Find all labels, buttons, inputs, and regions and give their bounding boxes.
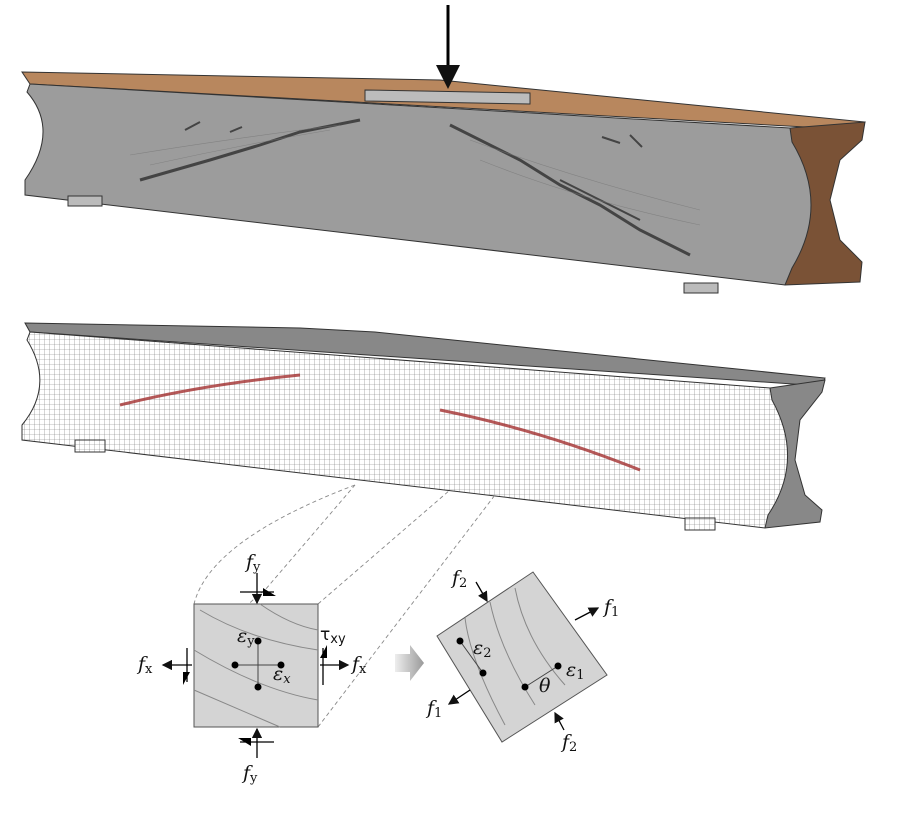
beam-end-face: [784, 121, 866, 286]
cracked-beam: [21, 5, 866, 294]
beam-front-face: [24, 83, 812, 286]
mesh-left-support: [74, 439, 106, 453]
label-fy-bottom: fy: [241, 762, 258, 786]
label-eps-2: ε2: [473, 637, 491, 661]
label-tau-xy: τxy: [320, 625, 346, 647]
load-plate: [364, 89, 531, 105]
label-f2-top: f2: [450, 567, 467, 591]
mesh-crack-left: [119, 373, 301, 407]
label-fx-right: fx: [350, 653, 367, 677]
label-eps-1: ε1: [566, 659, 584, 683]
transform-arrow: [395, 645, 424, 681]
left-support: [67, 195, 103, 207]
label-theta: θ: [539, 675, 551, 697]
element-xy: fy fy fx fx τxy εy εx: [136, 551, 367, 786]
label-f1-left: f1: [425, 697, 442, 721]
label-fy-top: fy: [244, 551, 261, 575]
label-eps-y: εy: [237, 625, 255, 649]
mesh-beam: [21, 322, 826, 531]
element-principal: f2 f1 f1 f2 ε2 ε1 θ: [425, 567, 619, 755]
mesh-front-face: [21, 331, 788, 529]
mesh-crack-right: [439, 408, 641, 472]
label-fx-left: fx: [136, 653, 153, 677]
mesh-right-support: [684, 517, 716, 531]
right-support: [683, 282, 719, 294]
label-eps-x: εx: [273, 663, 291, 687]
label-f1-right: f1: [602, 596, 619, 620]
label-f2-bottom: f2: [560, 731, 577, 755]
